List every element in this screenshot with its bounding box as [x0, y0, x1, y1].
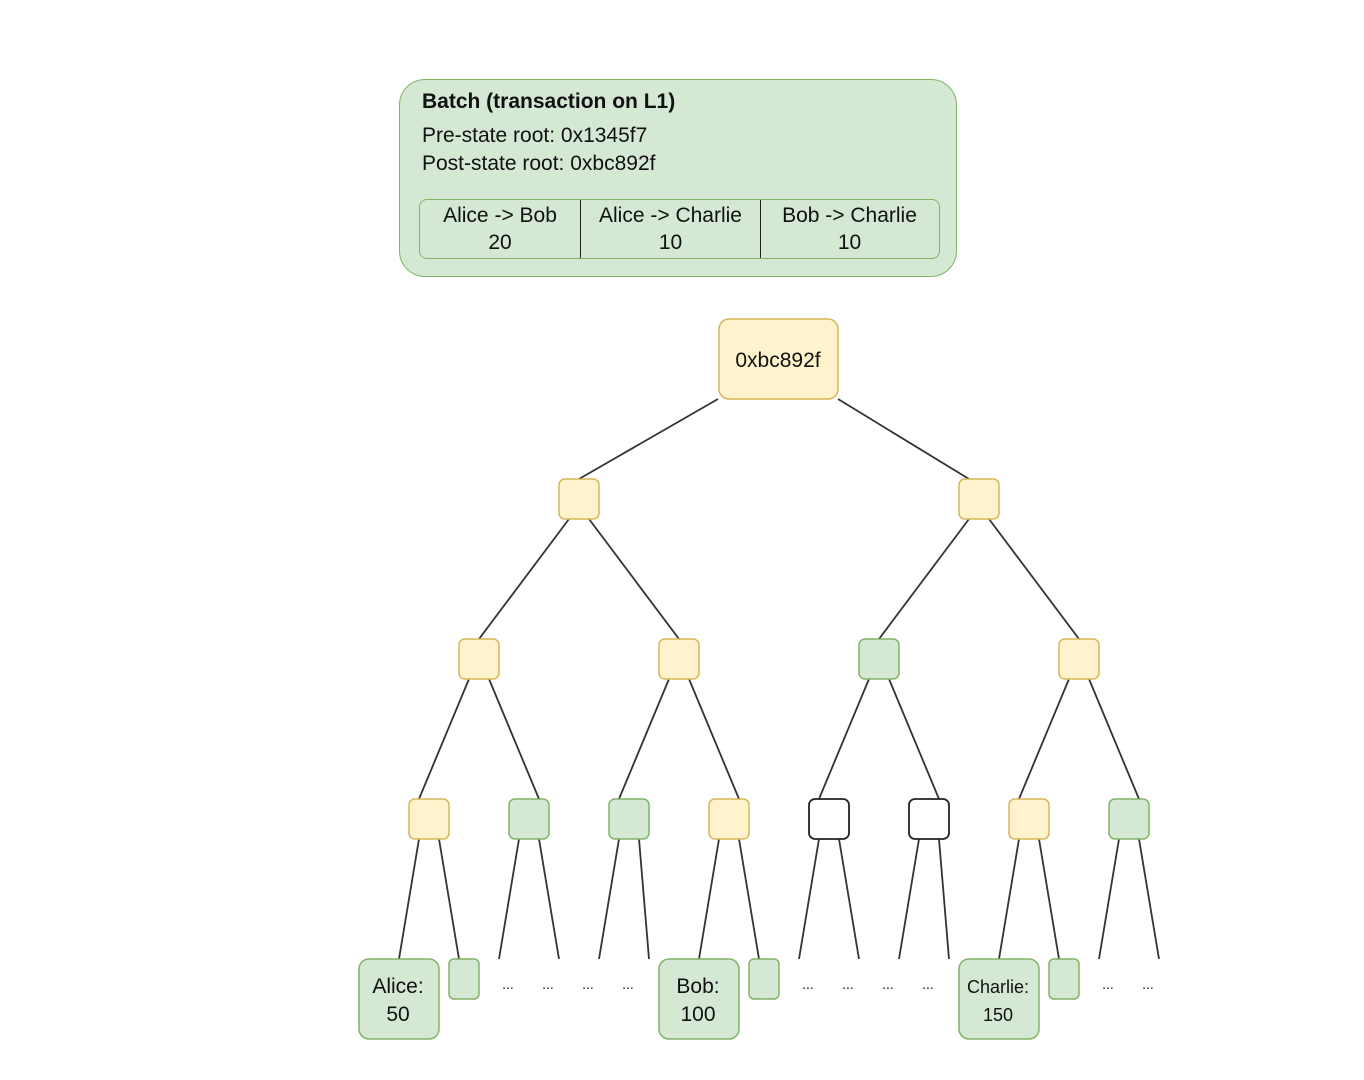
leaf-name: Charlie:	[967, 977, 1029, 997]
tree-node-changed	[558, 478, 600, 520]
tree-node-changed	[408, 798, 450, 840]
batch-box: Batch (transaction on L1) Pre-state root…	[399, 79, 957, 277]
tree-node-unchanged	[508, 798, 550, 840]
ellipsis: ...	[1142, 976, 1154, 992]
tree-leaf-small	[1048, 958, 1080, 1000]
ellipsis: ...	[842, 976, 854, 992]
transaction-amount: 10	[658, 231, 683, 254]
ellipsis: ...	[582, 976, 594, 992]
tree-node-unchanged	[858, 638, 900, 680]
tree-node-unchanged	[608, 798, 650, 840]
transaction-cell: Bob -> Charlie 10	[760, 200, 938, 258]
transaction-cell: Alice -> Charlie 10	[580, 200, 760, 258]
transaction-label: Alice -> Bob	[443, 204, 557, 227]
root-hash: 0xbc892f	[735, 349, 820, 372]
transaction-label: Alice -> Charlie	[599, 204, 742, 227]
tree-node-unchanged	[1108, 798, 1150, 840]
ellipsis-group: ... ... ... ... ... ... ... ... ... ...	[502, 976, 1154, 992]
transaction-label: Bob -> Charlie	[782, 204, 917, 227]
ellipsis: ...	[802, 976, 814, 992]
root-node: 0xbc892f	[718, 318, 839, 400]
ellipsis: ...	[542, 976, 554, 992]
ellipsis: ...	[922, 976, 934, 992]
tree-node-empty	[808, 798, 850, 840]
leaf-name: Bob:	[676, 975, 719, 998]
transactions-row: Alice -> Bob 20 Alice -> Charlie 10 Bob …	[419, 199, 940, 259]
batch-title: Batch (transaction on L1)	[422, 90, 676, 113]
tree-node-changed	[1058, 638, 1100, 680]
transaction-amount: 10	[837, 231, 862, 254]
tree-leaf-small	[748, 958, 780, 1000]
tree-node-changed	[958, 478, 1000, 520]
tree-leaf-small	[448, 958, 480, 1000]
tree-node-changed	[708, 798, 750, 840]
ellipsis: ...	[882, 976, 894, 992]
ellipsis: ...	[502, 976, 514, 992]
tree-node-empty	[908, 798, 950, 840]
ellipsis: ...	[622, 976, 634, 992]
leaf-value: 150	[983, 1005, 1013, 1025]
pre-state-root: Pre-state root: 0x1345f7	[422, 124, 648, 147]
leaf-alice: Alice: 50	[358, 958, 440, 1040]
leaf-value: 50	[386, 1003, 409, 1026]
tree-edges	[398, 398, 1160, 960]
transaction-amount: 20	[488, 231, 512, 254]
tree-node-changed	[658, 638, 700, 680]
ellipsis: ...	[1102, 976, 1114, 992]
leaf-bob: Bob: 100	[658, 958, 740, 1040]
leaf-name: Alice:	[372, 975, 423, 998]
leaf-value: 100	[680, 1003, 715, 1026]
post-state-root: Post-state root: 0xbc892f	[422, 152, 656, 175]
transaction-cell: Alice -> Bob 20	[420, 200, 580, 258]
tree-node-changed	[1008, 798, 1050, 840]
leaf-charlie: Charlie: 150	[958, 958, 1040, 1040]
tree-node-changed	[458, 638, 500, 680]
